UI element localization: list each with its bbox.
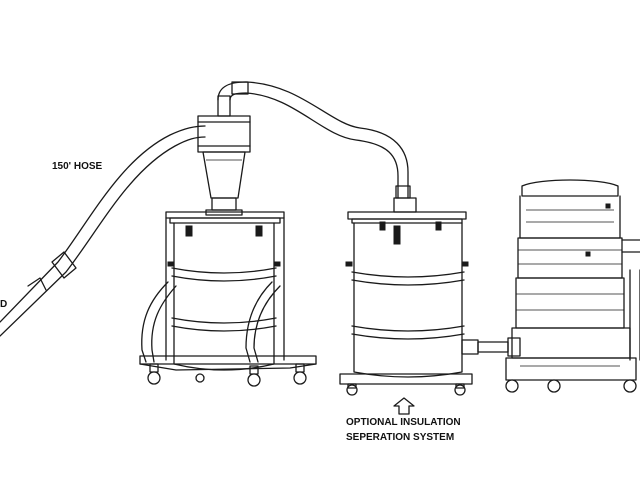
cyclone-separator <box>197 95 251 216</box>
optional-system-label-line2: SEPERATION SYSTEM <box>346 432 455 443</box>
up-arrow-icon <box>393 397 415 415</box>
drum-collector-1 <box>139 211 317 387</box>
caster-wheels-3 <box>505 379 637 393</box>
drum-collector-2 <box>339 211 473 396</box>
vacuum-unit <box>505 179 640 393</box>
optional-system-label-line1: OPTIONAL INSULATION <box>346 417 461 428</box>
long-hose <box>0 125 206 337</box>
connector-hose <box>461 337 521 357</box>
hose-length-label: 150' HOSE <box>52 161 103 172</box>
overhead-hose <box>217 81 417 213</box>
caster-wheels-1 <box>147 363 307 387</box>
partial-left-label: D <box>0 299 8 310</box>
